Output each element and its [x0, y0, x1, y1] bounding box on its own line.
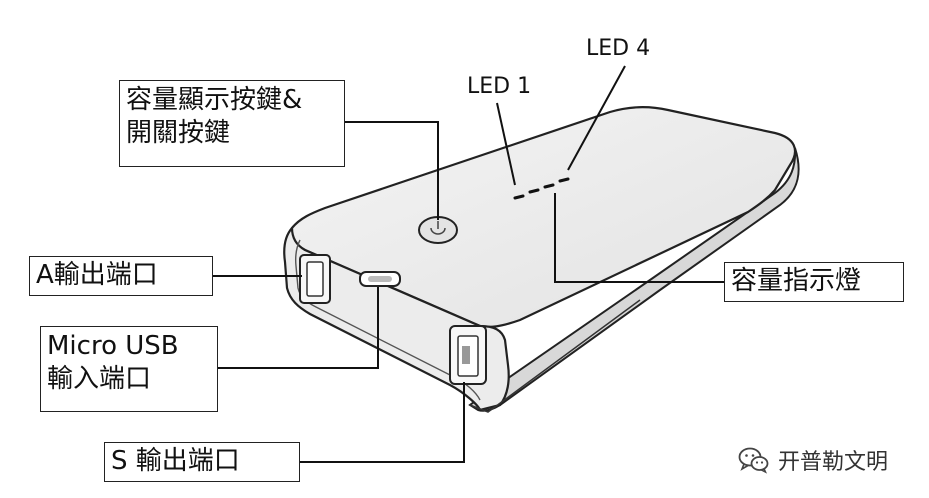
button-label-box: 容量顯示按鍵& 開關按鍵: [119, 80, 345, 167]
capacity-leader: [554, 193, 724, 283]
micro-usb-port: [359, 271, 401, 287]
led-4: [558, 177, 570, 183]
led1-leader: [496, 102, 516, 186]
wechat-icon: [738, 447, 769, 474]
power-button: [418, 216, 458, 244]
watermark-text: 开普勒文明: [778, 450, 889, 475]
s-output-port: [449, 325, 487, 385]
capacity-indicator-label-box: 容量指示燈: [724, 262, 904, 302]
micro-usb-label-line1: Micro USB: [47, 331, 179, 361]
led4-leader: [567, 65, 626, 171]
led-3: [543, 183, 555, 189]
led1-label: LED 1: [467, 74, 532, 99]
watermark: 开普勒文明: [738, 444, 888, 476]
capacity-indicator-label: 容量指示燈: [731, 266, 862, 296]
button-label-line2: 開關按鍵: [126, 117, 231, 148]
power-bank-body: [283, 106, 800, 413]
led-indicators: [513, 177, 570, 200]
s-output-label-box: S 輸出端口: [104, 442, 300, 482]
button-leader: [345, 121, 439, 220]
led-1: [513, 194, 525, 200]
micro-usb-label-box: Micro USB 輸入端口: [40, 326, 218, 412]
a-output-label-box: A輸出端口: [29, 256, 213, 296]
led-2: [528, 188, 540, 194]
micro-usb-leader: [218, 287, 379, 369]
a-output-port: [299, 254, 331, 304]
button-label-line1: 容量顯示按鍵&: [126, 85, 303, 115]
micro-usb-label-line2: 輸入端口: [47, 363, 152, 394]
led4-label: LED 4: [586, 36, 651, 61]
s-output-leader: [300, 382, 465, 463]
s-output-label: S 輸出端口: [111, 446, 240, 476]
a-output-label: A輸出端口: [36, 260, 158, 290]
leader-lines: [213, 65, 724, 463]
